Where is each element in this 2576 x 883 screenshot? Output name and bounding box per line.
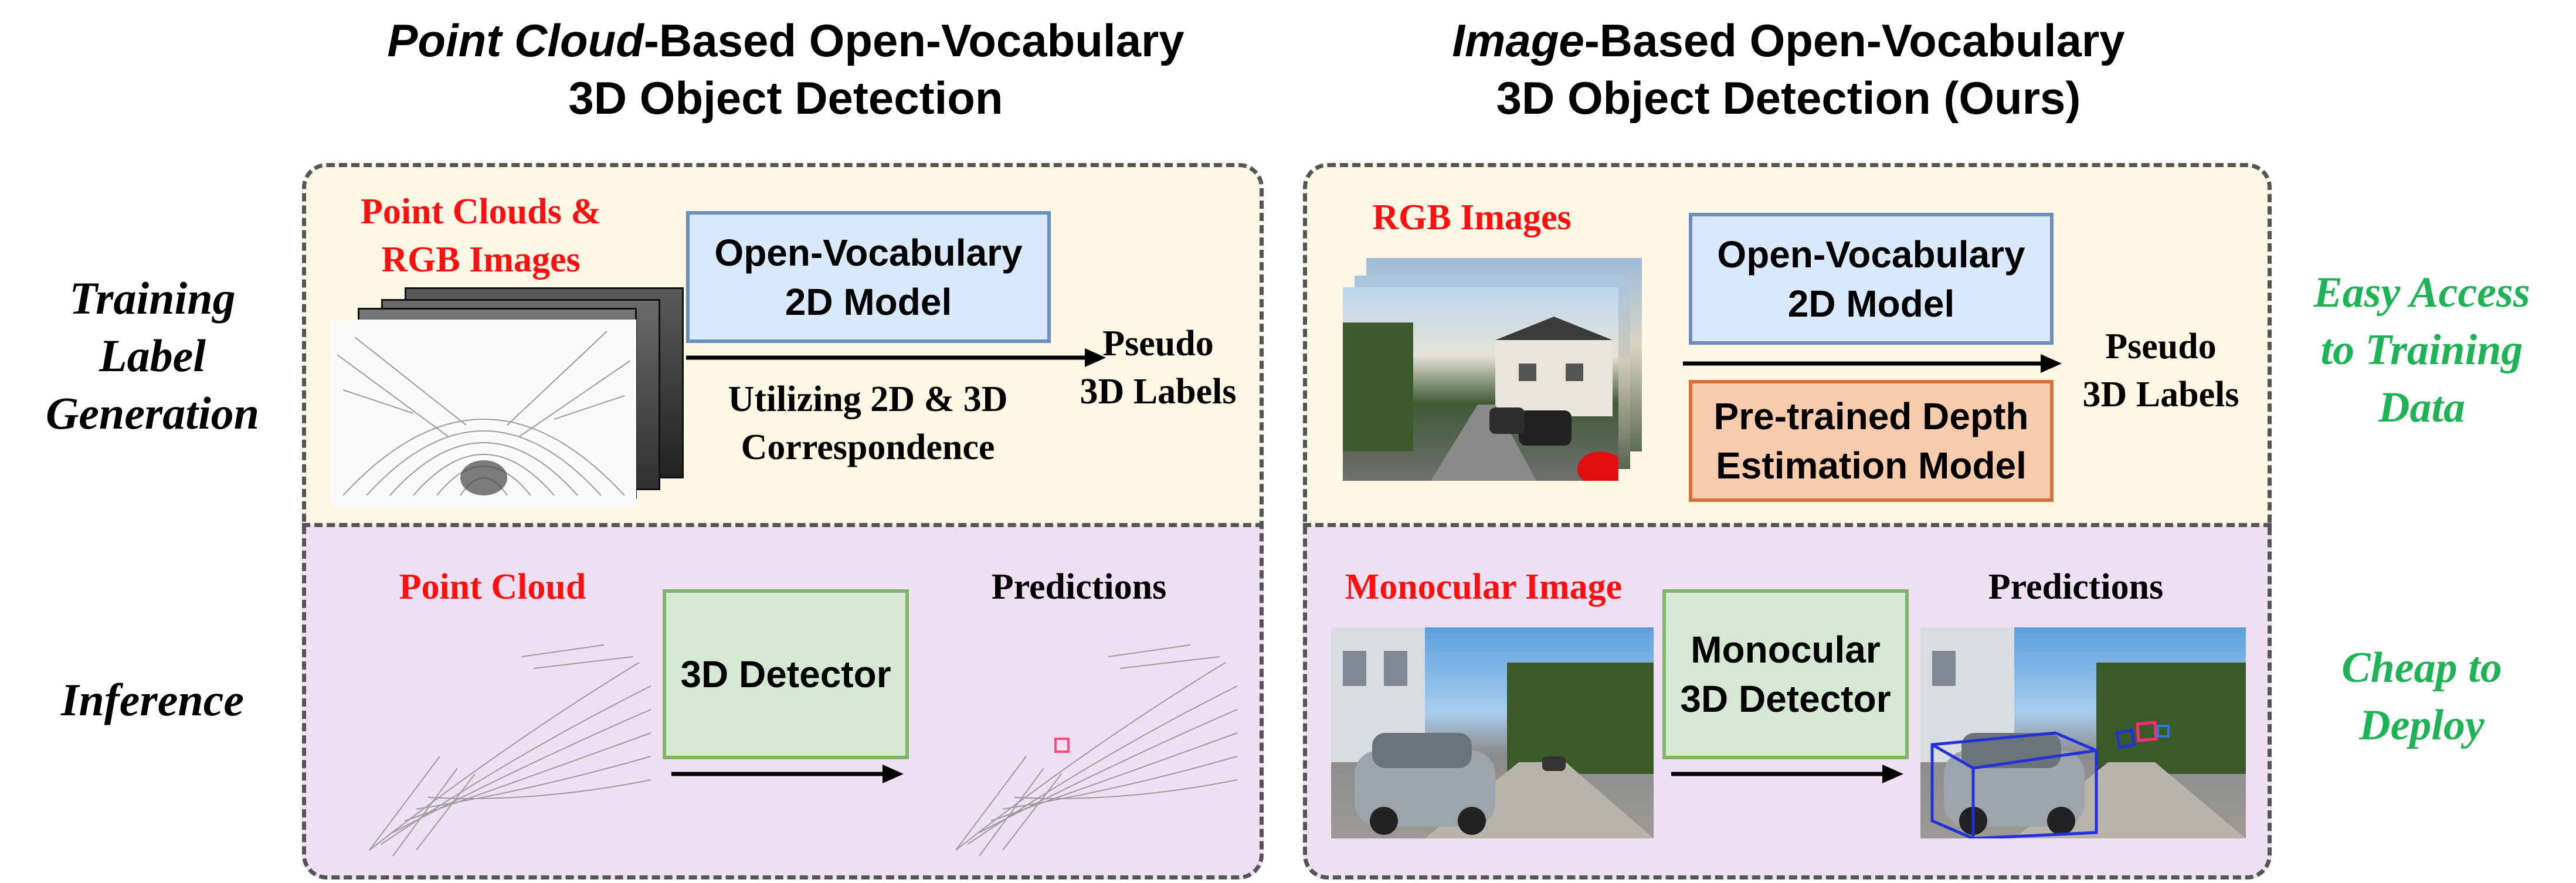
left-pseudo-line1: Pseudo [1102, 324, 1214, 364]
left-inf-output-label: Predictions [991, 567, 1167, 607]
benefit-inference-line1: Cheap to [2341, 644, 2502, 692]
right-title-line2: 3D Object Detection (Ours) [1496, 72, 2081, 124]
right-panel-frame [1303, 163, 2272, 879]
row-label-inference: Inference [61, 674, 244, 725]
right-depth-line1: Pre-trained Depth [1713, 395, 2029, 437]
rgb-street-image [1343, 287, 1618, 481]
left-title-rest: -Based Open-Vocabulary [643, 15, 1185, 66]
left-title-italic: Point Cloud [387, 15, 644, 66]
left-model-line1: Open-Vocabulary [714, 231, 1023, 274]
right-inf-input-label: Monocular Image [1345, 567, 1623, 607]
left-train-input-label-line2: RGB Images [381, 240, 581, 280]
left-panel-divider [302, 523, 1264, 527]
right-model-line2: 2D Model [1787, 282, 1955, 325]
left-arrow-caption-line1: Utilizing 2D & 3D [728, 379, 1008, 419]
row-label-training: Training Label Generation [23, 270, 281, 442]
left-title: Point Cloud-Based Open-Vocabulary 3D Obj… [305, 12, 1267, 127]
point-cloud-image [331, 320, 636, 507]
prediction-image [1920, 627, 2246, 838]
left-panel-frame [302, 163, 1264, 879]
benefit-inference: Cheap to Deploy [2287, 639, 2557, 754]
right-train-input-label: RGB Images [1372, 198, 1572, 237]
left-model-line2: 2D Model [785, 280, 952, 323]
right-depth-line2: Estimation Model [1716, 444, 2027, 487]
right-title-italic: Image [1452, 15, 1584, 66]
benefit-inference-line2: Deploy [2359, 701, 2485, 749]
right-depth-estimation-model: Pre-trained Depth Estimation Model [1689, 380, 2054, 502]
left-pseudo-labels: Pseudo 3D Labels [1064, 320, 1252, 416]
row-label-training-line1: Training [69, 273, 236, 324]
benefit-training-line3: Data [2378, 383, 2465, 432]
left-arrow-caption: Utilizing 2D & 3D Correspondence [686, 375, 1050, 471]
right-inference-arrow [1671, 765, 1903, 783]
left-train-input-label: Point Clouds & RGB Images [340, 188, 622, 284]
left-open-vocab-2d-model: Open-Vocabulary 2D Model [686, 211, 1051, 343]
right-title: Image-Based Open-Vocabulary 3D Object De… [1308, 12, 2269, 127]
left-training-arrow [686, 348, 1106, 367]
left-inf-prediction-image [955, 644, 1238, 857]
right-panel-divider [1303, 523, 2272, 527]
right-open-vocab-2d-model: Open-Vocabulary 2D Model [1689, 213, 2054, 345]
left-inference-arrow [671, 765, 904, 783]
right-training-arrow [1683, 354, 2062, 373]
right-pseudo-line2: 3D Labels [2082, 375, 2239, 415]
right-pseudo-line1: Pseudo [2105, 327, 2217, 366]
right-monocular-3d-detector: Monocular 3D Detector [1662, 589, 1909, 759]
right-inf-output-label: Predictions [1988, 567, 2164, 607]
right-model-line1: Open-Vocabulary [1717, 233, 2025, 276]
benefit-training: Easy Access to Training Data [2287, 264, 2557, 436]
row-label-training-line3: Generation [45, 388, 260, 439]
left-inf-input-label: Point Cloud [399, 567, 586, 607]
right-detector-line1: Monocular [1691, 629, 1881, 671]
left-pseudo-line2: 3D Labels [1080, 372, 1237, 412]
left-3d-detector: 3D Detector [663, 589, 909, 759]
benefit-training-line2: to Training [2320, 326, 2523, 374]
left-train-input-label-line1: Point Clouds & [361, 192, 601, 232]
right-title-rest: -Based Open-Vocabulary [1584, 15, 2125, 66]
row-label-training-line2: Label [99, 330, 206, 381]
right-detector-line2: 3D Detector [1680, 678, 1891, 720]
monocular-image [1331, 627, 1654, 838]
left-title-line2: 3D Object Detection [568, 72, 1003, 124]
benefit-training-line1: Easy Access [2313, 269, 2530, 317]
left-inf-point-cloud-image [369, 644, 651, 857]
right-pseudo-labels: Pseudo 3D Labels [2067, 322, 2255, 419]
left-arrow-caption-line2: Correspondence [741, 427, 995, 467]
